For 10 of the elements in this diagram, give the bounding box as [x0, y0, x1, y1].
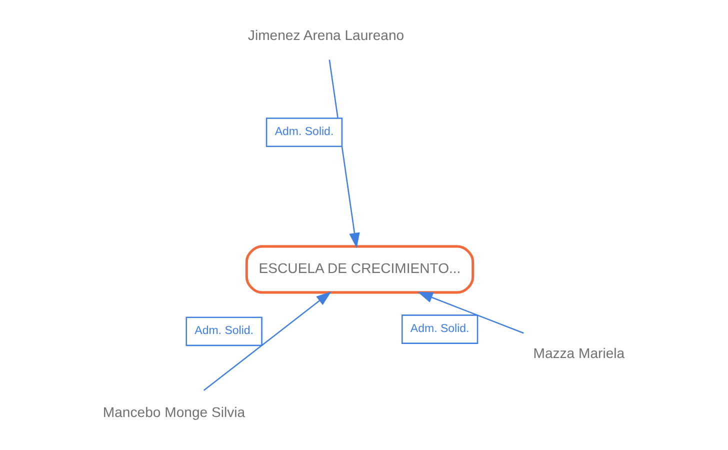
- edge-label: Adm. Solid.: [194, 325, 254, 338]
- arrow: [203, 291, 332, 391]
- node-text: Mazza Mariela: [533, 345, 625, 362]
- arrow: [417, 292, 524, 334]
- edge-label: Adm. Solid.: [410, 323, 470, 336]
- node-text: Jimenez Arena Laureano: [248, 27, 404, 44]
- node-text: Mancebo Monge Silvia: [102, 404, 246, 420]
- edge-label: Adm. Solid.: [274, 126, 334, 138]
- node-box: ESCUELA DE CRECIMIENTO...: [245, 245, 474, 294]
- arrow: [328, 60, 360, 248]
